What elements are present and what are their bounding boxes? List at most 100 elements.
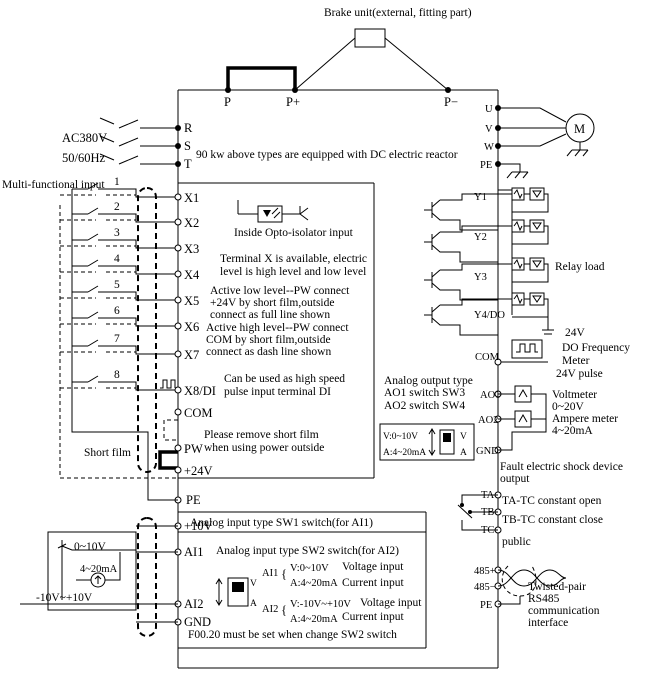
- ai2-brace: {: [281, 603, 287, 617]
- terminal-input-dot: [174, 244, 182, 252]
- terminal-com-out-label: COM: [475, 352, 500, 363]
- terminal-10v-label: +10V: [184, 519, 213, 533]
- active-high-note-1: Active high level--PW connect: [206, 322, 349, 334]
- terminal-r-dot: [175, 125, 181, 131]
- terminal-input-label: X7: [184, 348, 199, 362]
- relay-load-label: Relay load: [555, 261, 605, 273]
- shielded-cable-inputs: [137, 187, 157, 473]
- transistor-output: [424, 187, 549, 231]
- ai2-v-desc: Voltage input: [360, 597, 422, 609]
- terminal-ao1-label: AO1: [480, 390, 500, 401]
- terminal-r-label: R: [184, 121, 193, 135]
- f00-20-note: F00.20 must be set when change SW2 switc…: [188, 629, 397, 641]
- ai2-a-desc: Current input: [342, 611, 404, 623]
- ai1-brace: {: [281, 567, 287, 581]
- ai1-v: V:0~10V: [290, 563, 329, 574]
- terminal-pe-485-label: PE: [480, 600, 492, 611]
- power-frequency: 50/60Hz: [62, 151, 106, 165]
- src-0-10v: 0~10V: [74, 541, 106, 553]
- ta-desc: TA-TC constant open: [502, 495, 602, 507]
- input-switch-number: 3: [114, 227, 120, 239]
- sw1-label: Analog input type SW1 switch(for AI1): [190, 517, 373, 529]
- tb-desc: TB-TC constant close: [502, 514, 603, 526]
- terminal-input-label: +24V: [184, 464, 213, 478]
- terminal-pe-label: PE: [480, 160, 492, 171]
- terminal-485-plus-label: 485+: [474, 566, 496, 577]
- active-high-note-3: connect as dash line shown: [206, 346, 331, 358]
- active-low-note-2: +24V by short film,outside: [210, 297, 334, 309]
- y-terminal-label: Y4/DO: [474, 310, 505, 321]
- twisted-pair-wires: [497, 565, 567, 605]
- terminal-com-out: [494, 358, 502, 366]
- input-switch-number: 7: [114, 333, 120, 345]
- tc-desc: public: [502, 536, 531, 548]
- voltmeter-label-1: Voltmeter: [552, 389, 597, 401]
- pulse-24v-label: 24V pulse: [556, 368, 603, 380]
- input-switch-number: 6: [114, 305, 120, 317]
- dash-common-return: [59, 205, 178, 479]
- ai-switch-tag-a: A: [250, 599, 257, 609]
- terminal-485-minus-label: 485−: [474, 582, 496, 593]
- transistor-output: [424, 257, 549, 301]
- terminal-input-label: X6: [184, 320, 199, 334]
- input-wire: [72, 207, 176, 223]
- supply-24v: 24V: [565, 327, 586, 339]
- terminal-input-dot: [174, 296, 182, 304]
- power-voltage: AC380V: [62, 131, 107, 145]
- ao-meter-wiring: [498, 385, 547, 451]
- input-wire: [72, 285, 176, 301]
- terminal-input-label: X5: [184, 294, 199, 308]
- ao-type-line-1: Analog output type: [384, 375, 473, 387]
- input-switch-number: 4: [114, 253, 120, 265]
- ai1-tag: AI1: [262, 568, 278, 579]
- input-switch-number: 2: [114, 201, 120, 213]
- opto-label: Inside Opto-isolator input: [234, 227, 354, 239]
- ai2-a: A:4~20mA: [290, 614, 338, 625]
- ai-switch: [215, 577, 249, 607]
- ammeter-label-2: 4~20mA: [552, 425, 593, 437]
- y-terminal-label: Y2: [474, 232, 487, 243]
- sw2-label: Analog input type SW2 switch(for AI2): [216, 545, 399, 557]
- terminal-pe-ai-label: PE: [186, 493, 201, 507]
- motor-symbol: [565, 113, 595, 143]
- pe-shield-wire: [147, 480, 178, 501]
- active-low-note-1: Active low level--PW connect: [210, 285, 350, 297]
- terminal-input-dot: [174, 386, 182, 394]
- remove-short-note-1: Please remove short film: [204, 429, 319, 441]
- terminal-p-label: P: [224, 95, 231, 109]
- terminal-s-label: S: [184, 139, 191, 153]
- terminal-input-label: X1: [184, 191, 199, 205]
- ai-switch-tag-v: V: [250, 579, 257, 589]
- ao-switch-tag-a: A: [460, 448, 467, 458]
- ai2-v: V:-10V~+10V: [290, 599, 351, 610]
- remove-short-note-2: when using power outside: [204, 442, 324, 454]
- short-film-solid: [158, 450, 178, 470]
- ao-switch-a: A:4~20mA: [383, 448, 426, 458]
- output-common-rail: [498, 189, 548, 363]
- active-high-note-2: COM by short film,outside: [206, 334, 331, 346]
- shielded-cable-analog: [137, 517, 157, 637]
- ai2-tag: AI2: [262, 604, 278, 615]
- terminal-p-minus-label: P−: [444, 95, 458, 109]
- ai1-v-desc: Voltage input: [342, 561, 404, 573]
- brake-unit-box: [354, 28, 386, 48]
- motor-wires: [498, 107, 589, 179]
- analog-source-wiring: [20, 525, 178, 623]
- ao-switch-tag-v: V: [460, 432, 467, 442]
- do-frequency-meter: [511, 339, 543, 359]
- com-return-wire: [71, 412, 149, 480]
- terminal-input-dot: [174, 322, 182, 330]
- transistor-output: [424, 219, 549, 263]
- terminal-input-label: X4: [184, 268, 200, 282]
- terminal-input-label: X3: [184, 242, 199, 256]
- terminal-input-label: X8/DI: [184, 384, 216, 398]
- reactor-note: 90 kw above types are equipped with DC e…: [196, 149, 458, 161]
- terminal-ao2-label: AO2: [478, 415, 498, 426]
- y-terminal-label: Y1: [474, 192, 487, 203]
- terminal-input-dot: [174, 408, 182, 416]
- rs485-label-2: RS485: [528, 593, 560, 605]
- terminal-w-label: W: [484, 142, 494, 153]
- rs485-label-4: interface: [528, 617, 568, 629]
